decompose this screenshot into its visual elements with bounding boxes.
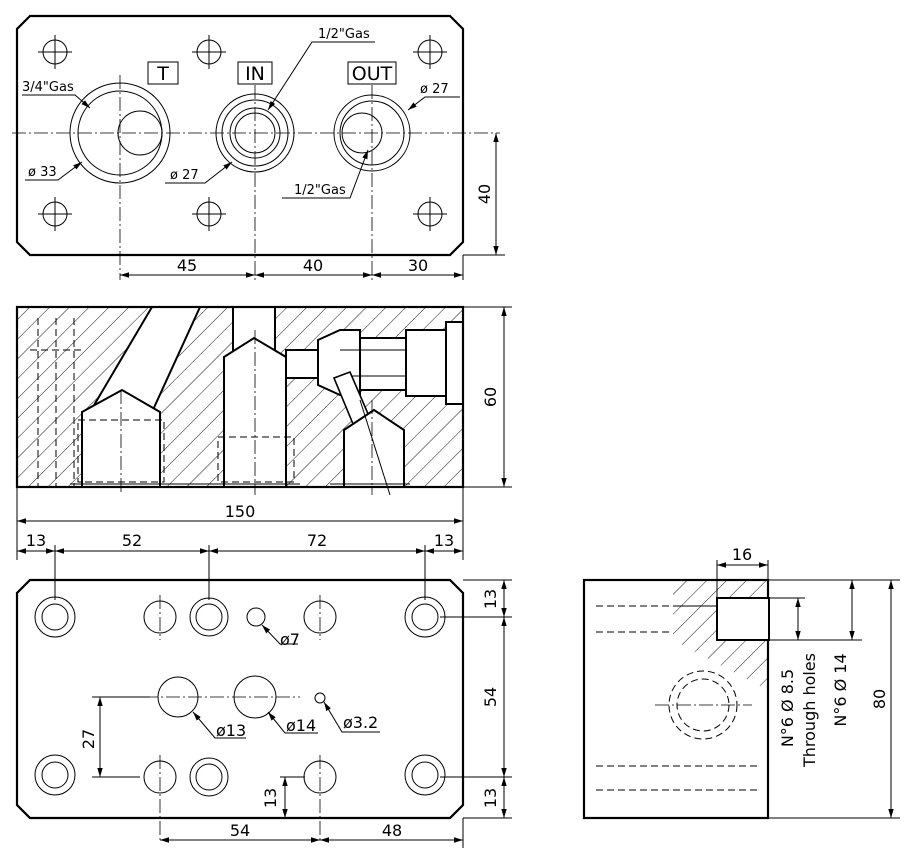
- bottom-right-dims: 13 54 13: [440, 579, 512, 819]
- dim-13-right: 13: [434, 531, 454, 550]
- in-port-bore: [223, 336, 287, 488]
- dim-48: 48: [382, 821, 402, 840]
- bottom-leaders: ø7 ø13 ø14 ø3.2: [192, 624, 380, 740]
- dim-13-bottom-group: 13: [261, 776, 305, 819]
- section-length-dim: 150: [16, 487, 464, 560]
- dim-52: 52: [122, 531, 142, 550]
- note-through-holes: Through holes: [800, 653, 819, 768]
- dim-13-lower: 13: [261, 788, 280, 808]
- port-out-label: OUT: [352, 63, 393, 85]
- port-t-label: T: [156, 63, 169, 85]
- bottom-plate-outline: [15, 578, 465, 820]
- top-vertical-dim: 40: [463, 133, 505, 256]
- top-plate-outline: [15, 14, 465, 257]
- bottom-corner-holes: [34, 596, 446, 796]
- dim-13-right-top: 13: [481, 589, 500, 609]
- top-fixing-holes: [38, 35, 447, 231]
- bottom-view: 13 52 72 13 ø7: [15, 531, 512, 848]
- note-holes-14: N°6 Ø 14: [831, 653, 850, 726]
- bottom-inner-holes: [100, 595, 337, 840]
- side-height-dim: 80: [870, 580, 894, 818]
- out-fitting-nut: [359, 337, 407, 391]
- top-leaders: 3/4"Gas ø 33 1/2"Gas ø 27 ø 27 1/2"Gas: [22, 27, 460, 199]
- dim-27-group: 27: [79, 696, 150, 778]
- port-out-circles: [333, 85, 411, 280]
- bottom-top-dims: 13 52 72 13: [17, 531, 463, 600]
- side-top-dim: 16: [716, 545, 769, 598]
- side-outline: [582, 578, 770, 820]
- out-port-bore: [343, 408, 405, 488]
- bottom-lower-dims: 54 48: [160, 818, 464, 848]
- gas-t-label: 3/4"Gas: [22, 80, 74, 95]
- dim-72: 72: [307, 531, 327, 550]
- dia-3-2-label: ø3.2: [343, 713, 378, 732]
- dim-80: 80: [870, 689, 889, 709]
- port-t-circles: [69, 75, 171, 280]
- dim-54-horizontal: 54: [230, 821, 250, 840]
- dia-t-label: ø 33: [28, 165, 57, 180]
- section-view: 60 150: [15, 305, 512, 560]
- dim-40-horizontal: 40: [303, 256, 323, 275]
- dim-30: 30: [408, 256, 428, 275]
- top-horizontal-dims: 45 40 30: [120, 255, 464, 280]
- dim-150: 150: [225, 502, 256, 521]
- dia-14-label: ø14: [286, 716, 316, 735]
- out-fitting-plug: [405, 329, 447, 397]
- dia-in-label: ø 27: [170, 168, 199, 183]
- dim-45: 45: [177, 256, 197, 275]
- dim-40-vertical: 40: [475, 184, 494, 204]
- dim-27: 27: [79, 729, 98, 749]
- port-in-circles: [215, 85, 295, 280]
- note-holes-8-5: N°6 Ø 8.5: [778, 669, 797, 747]
- side-bore: [716, 597, 770, 641]
- dim-60: 60: [481, 387, 500, 407]
- side-view: 16 N°6 Ø 8.5 Through holes N°6 Ø 14 80: [582, 545, 900, 820]
- gas-in-label: 1/2"Gas: [318, 27, 370, 42]
- section-outline: [15, 305, 465, 489]
- section-height-dim: 60: [463, 306, 512, 488]
- dim-16: 16: [732, 545, 752, 564]
- port-in-label: IN: [245, 63, 265, 85]
- dim-54-vertical: 54: [481, 687, 500, 707]
- dim-13-left: 13: [26, 531, 46, 550]
- dia-out-label: ø 27: [420, 82, 449, 97]
- out-fitting-cap: [445, 321, 464, 405]
- top-view: T IN OUT 3/4"Gas ø 33 1/2"Gas ø 27 ø 27 …: [12, 14, 505, 280]
- port-out-box: [347, 61, 397, 85]
- dia-13-label: ø13: [216, 721, 246, 740]
- dia-7-label: ø7: [280, 630, 300, 649]
- dim-13-right-bottom: 13: [481, 788, 500, 808]
- port-in-box: [237, 61, 273, 85]
- port-t-box: [147, 61, 179, 85]
- gas-out-label: 1/2"Gas: [294, 183, 346, 198]
